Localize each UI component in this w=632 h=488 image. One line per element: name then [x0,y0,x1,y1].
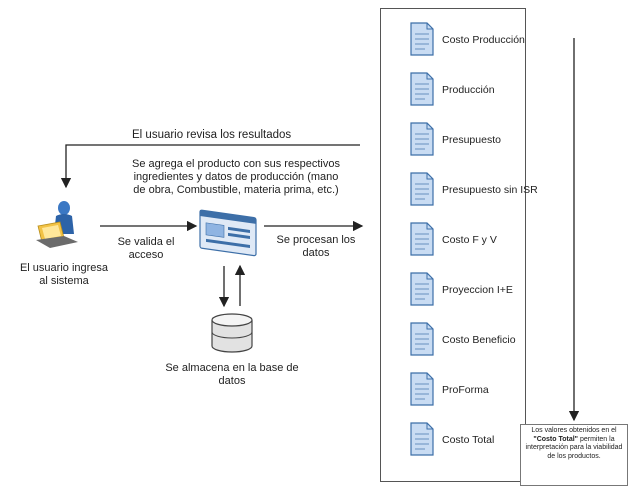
validate-label-line2: acceso [128,249,164,261]
document-label: Presupuesto sin ISR [442,184,538,196]
user-label-line2: al sistema [39,275,89,287]
document-label: ProForma [442,384,489,396]
result-note: Los valores obtenidos en el "Costo Total… [520,424,628,486]
document-label: Producción [442,84,495,96]
document-icon [410,122,434,156]
document-icon [410,372,434,406]
document-label: Costo Total [442,434,495,446]
database-label-line2: datos [218,375,246,387]
product-label-line1: Se agrega el producto con sus respectivo… [132,158,340,170]
document-icon [410,22,434,56]
note-text-post: permiten la interpretación para la viabi… [525,435,623,460]
note-text-pre: Los valores obtenidos en el [531,427,617,434]
database-label-line1: Se almacena en la base de [165,362,299,374]
validate-label-line1: Se valida el [117,236,175,248]
document-icon [410,222,434,256]
user-label-line1: El usuario ingresa [19,262,109,274]
review-results-arrow [60,144,360,189]
document-label: Costo F y V [442,234,497,246]
document-label: Presupuesto [442,134,501,146]
document-label: Proyeccion I+E [442,284,513,296]
note-text-bold: "Costo Total" [533,435,579,443]
document-label: Costo Producción [442,34,525,46]
document-icon [410,272,434,306]
review-results-label: El usuario revisa los resultados [132,129,292,141]
product-label-line2: ingredientes y datos de producción (mano [133,171,339,183]
process-label-line1: Se procesan los [276,234,356,246]
reports-panel [380,8,526,482]
process-label-line2: datos [302,247,330,259]
document-icon [410,422,434,456]
product-label-line3: de obra, Combustible, materia prima, etc… [133,184,339,196]
document-icon [410,322,434,356]
document-icon [410,72,434,106]
document-icon [410,172,434,206]
document-label: Costo Beneficio [442,334,516,346]
